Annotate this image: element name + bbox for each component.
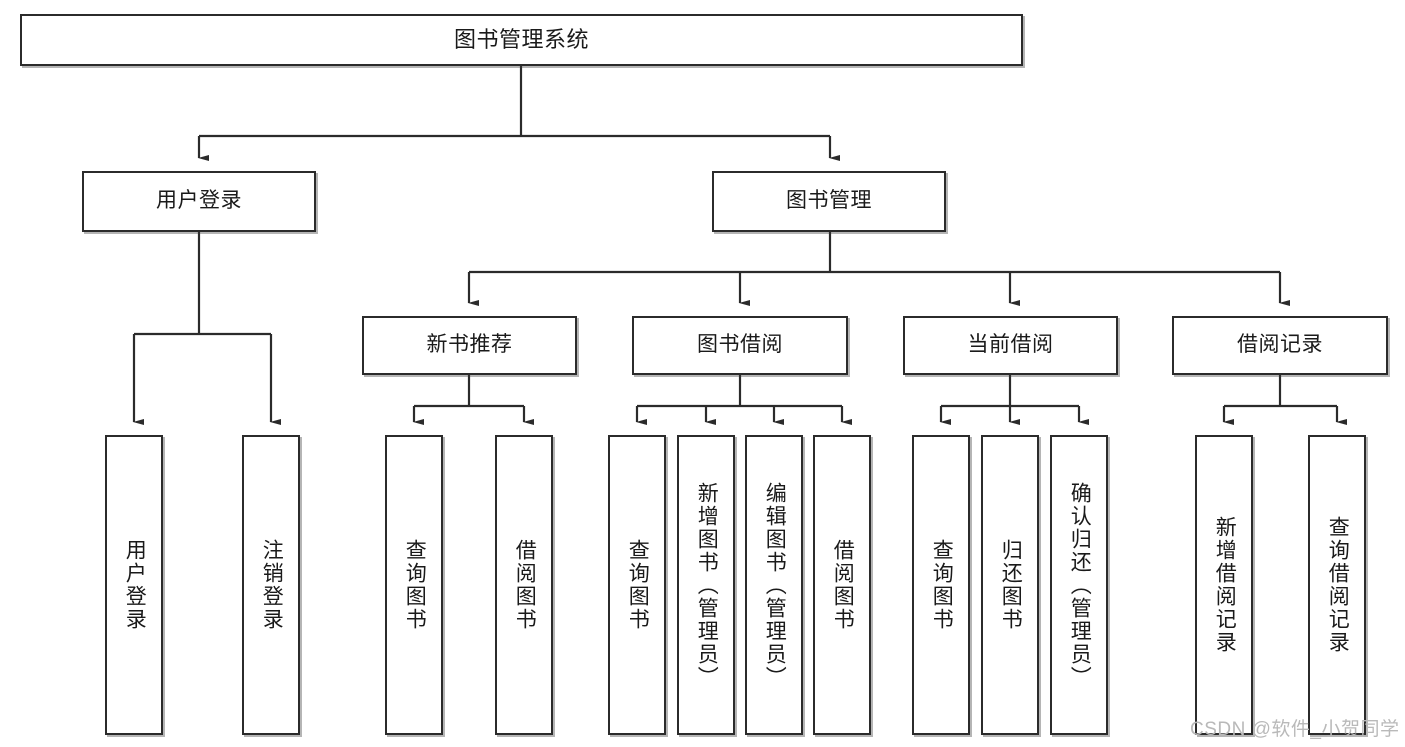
leaf-add-borrow-record[interactable]: 新增借阅记录: [1195, 435, 1253, 735]
node-label: 用户登录: [123, 539, 147, 631]
node-user-login[interactable]: 用户登录: [82, 171, 316, 232]
leaf-query-book-borrow[interactable]: 查询图书: [608, 435, 666, 735]
leaf-return-book[interactable]: 归还图书: [981, 435, 1039, 735]
node-label: 图书管理: [786, 189, 872, 213]
leaf-query-book-current[interactable]: 查询图书: [912, 435, 970, 735]
leaf-edit-book-admin[interactable]: 编辑图书（管理员）: [745, 435, 803, 735]
node-label: 查询图书: [403, 539, 427, 631]
node-label: 图书借阅: [697, 333, 783, 357]
node-label: 查询图书: [930, 539, 954, 631]
leaf-logout-login[interactable]: 注销登录: [242, 435, 300, 735]
node-book-management[interactable]: 图书管理: [712, 171, 946, 232]
node-label: 借阅图书: [831, 539, 855, 631]
node-label: 编辑图书（管理员）: [763, 481, 787, 689]
node-label: 查询借阅记录: [1326, 516, 1350, 654]
node-label: 新增图书（管理员）: [695, 481, 719, 689]
node-label: 归还图书: [999, 539, 1023, 631]
leaf-query-borrow-record[interactable]: 查询借阅记录: [1308, 435, 1366, 735]
node-label: 查询图书: [626, 539, 650, 631]
csdn-watermark: CSDN @软件_小贺同学: [1190, 719, 1400, 740]
node-label: 图书管理系统: [453, 27, 589, 53]
node-label: 借阅记录: [1237, 333, 1323, 357]
node-borrow-record[interactable]: 借阅记录: [1172, 316, 1388, 375]
leaf-query-book-recommend[interactable]: 查询图书: [385, 435, 443, 735]
node-label: 注销登录: [260, 539, 284, 631]
leaf-add-book-admin[interactable]: 新增图书（管理员）: [677, 435, 735, 735]
leaf-borrow-book[interactable]: 借阅图书: [813, 435, 871, 735]
leaf-user-login[interactable]: 用户登录: [105, 435, 163, 735]
node-book-borrow[interactable]: 图书借阅: [632, 316, 848, 375]
node-label: 确认归还（管理员）: [1068, 481, 1092, 689]
node-new-book-recommend[interactable]: 新书推荐: [362, 316, 577, 375]
node-label: 用户登录: [156, 189, 242, 213]
node-label: 借阅图书: [513, 539, 537, 631]
leaf-confirm-return-admin[interactable]: 确认归还（管理员）: [1050, 435, 1108, 735]
leaf-borrow-book-recommend[interactable]: 借阅图书: [495, 435, 553, 735]
node-label: 新书推荐: [426, 333, 513, 357]
node-label: 当前借阅: [967, 333, 1054, 357]
node-root-system[interactable]: 图书管理系统: [20, 14, 1023, 66]
node-current-borrow[interactable]: 当前借阅: [903, 316, 1118, 375]
node-label: 新增借阅记录: [1213, 516, 1237, 654]
